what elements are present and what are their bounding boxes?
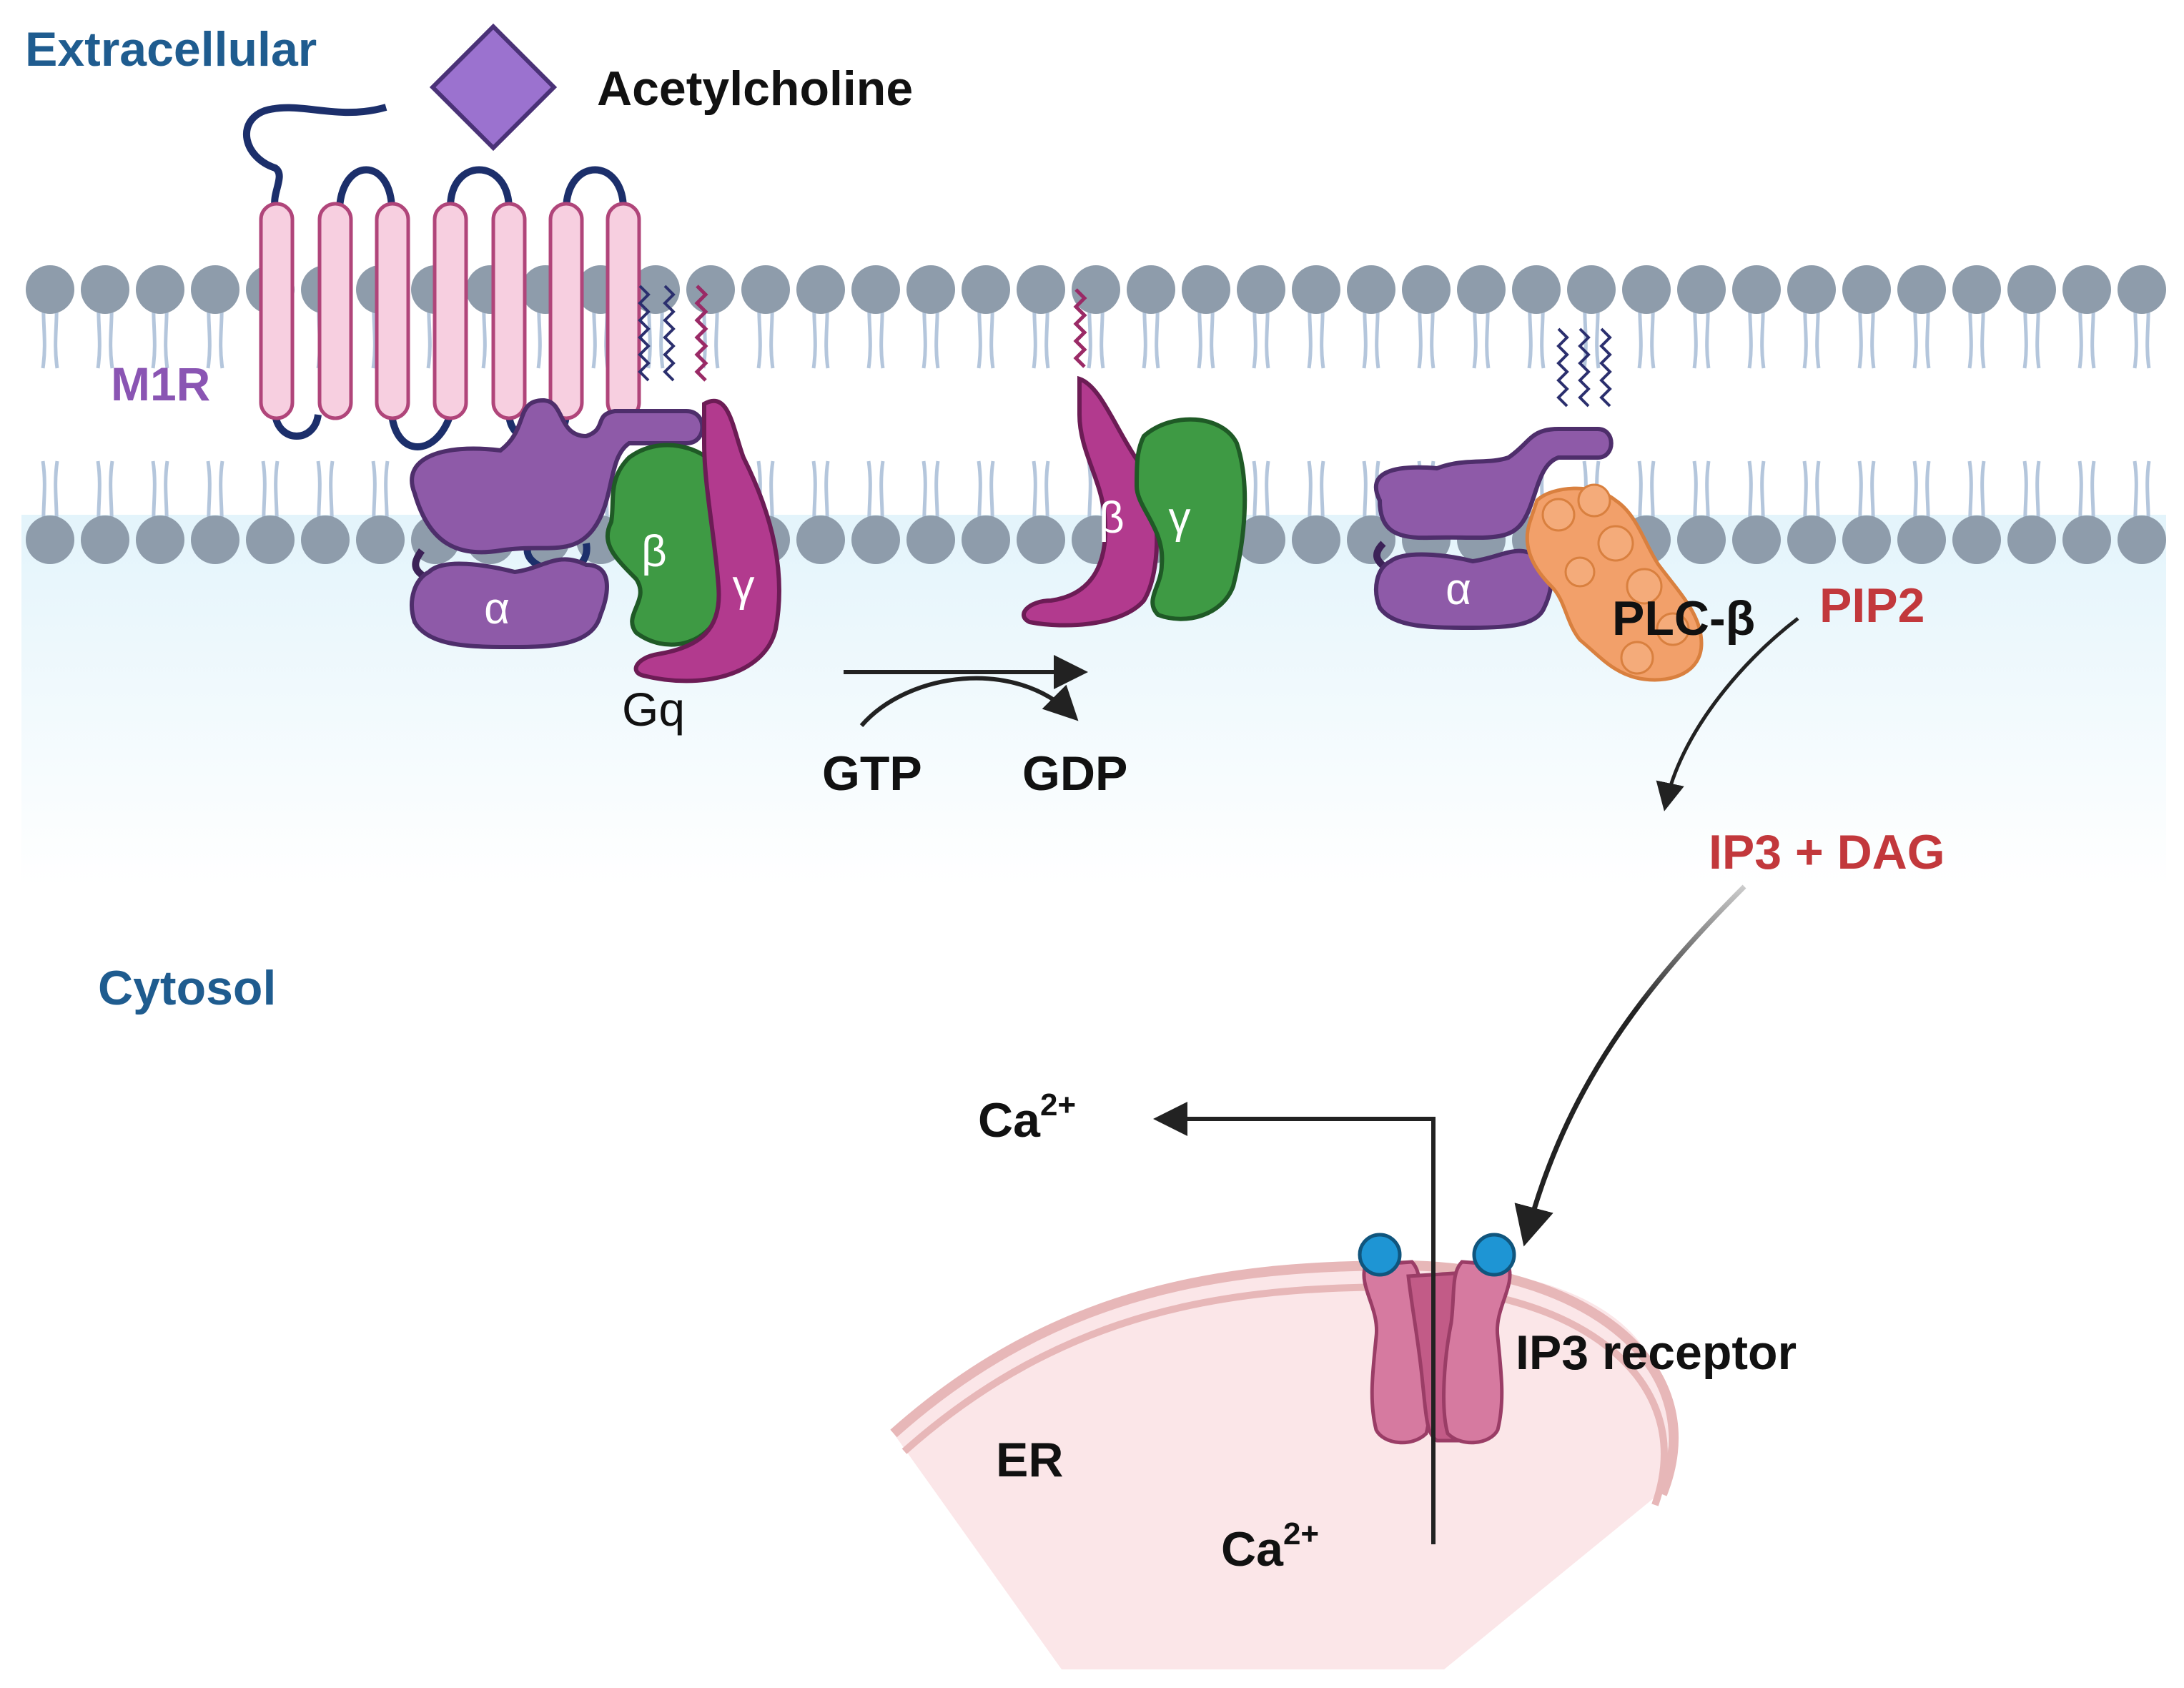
lipid-head-outer bbox=[1897, 265, 1946, 368]
lipid-head-inner bbox=[2062, 461, 2111, 564]
lipid-head-outer bbox=[2062, 265, 2111, 368]
gdp-label: GDP bbox=[1022, 746, 1127, 801]
lipid-anchor-alpha bbox=[1556, 327, 1612, 408]
free-beta-gamma-dimer: β γ bbox=[1022, 288, 1247, 628]
lipid-head-inner bbox=[246, 461, 295, 564]
lipid-head-outer bbox=[1842, 265, 1891, 368]
lipid-head-outer bbox=[1952, 265, 2001, 368]
lipid-head-inner bbox=[191, 461, 239, 564]
lipid-head-outer bbox=[2007, 265, 2056, 368]
lipid-head-outer bbox=[686, 265, 735, 368]
lipid-head-outer bbox=[2118, 265, 2166, 368]
lipid-head-outer bbox=[136, 265, 184, 368]
lipid-head-outer bbox=[796, 265, 845, 368]
lipid-head-inner bbox=[136, 461, 184, 564]
lipid-head-inner bbox=[1842, 461, 1891, 564]
free-beta-label: β bbox=[1099, 493, 1125, 543]
receptor-n-terminus bbox=[242, 104, 387, 209]
lipid-head-inner bbox=[26, 461, 74, 564]
pip2-label: PIP2 bbox=[1819, 578, 1924, 633]
lipid-head-outer bbox=[1017, 265, 1065, 368]
lipid-head-inner bbox=[1952, 461, 2001, 564]
lipid-head-outer bbox=[81, 265, 129, 368]
lipid-head-outer bbox=[906, 265, 955, 368]
g-alpha-helical-domain bbox=[410, 398, 705, 555]
calcium-cytosol-label: Ca2+ bbox=[978, 1087, 1076, 1147]
m1r-receptor bbox=[242, 104, 641, 574]
active-g-alpha-helical bbox=[1373, 427, 1614, 541]
lipid-head-outer bbox=[851, 265, 900, 368]
lipid-head-inner bbox=[1732, 461, 1781, 564]
ip3-ligand-right bbox=[1472, 1233, 1516, 1277]
lipid-head-outer bbox=[1292, 265, 1340, 368]
g-alpha-ras-domain bbox=[410, 557, 609, 650]
g-gamma-label: γ bbox=[733, 561, 755, 611]
free-gamma-subunit bbox=[1134, 417, 1247, 621]
free-gamma-label: γ bbox=[1169, 493, 1191, 543]
calcium-er-label: Ca2+ bbox=[1221, 1516, 1319, 1576]
lipid-head-inner bbox=[1677, 461, 1726, 564]
acetylcholine-label: Acetylcholine bbox=[597, 61, 913, 116]
m1r-label: M1R bbox=[111, 357, 210, 410]
lipid-head-inner bbox=[356, 461, 405, 564]
ip3-dag-label: IP3 + DAG bbox=[1709, 825, 1945, 879]
g-alpha-label: α bbox=[484, 584, 510, 633]
lipid-head-outer bbox=[741, 265, 790, 368]
lipid-head-inner bbox=[796, 461, 845, 564]
lipid-head-outer bbox=[1402, 265, 1451, 368]
acetylcholine-ligand bbox=[429, 23, 558, 152]
lipid-head-outer bbox=[191, 265, 239, 368]
lipid-head-inner bbox=[906, 461, 955, 564]
lipid-head-inner bbox=[301, 461, 350, 564]
gtp-gdp-exchange-arrows bbox=[844, 655, 1088, 727]
ip3-receptor-label: IP3 receptor bbox=[1516, 1326, 1797, 1380]
g-gamma-subunit bbox=[633, 398, 781, 683]
gq-heterotrimer: α β γ bbox=[410, 285, 781, 683]
er-label: ER bbox=[996, 1433, 1063, 1487]
gq-label: Gq bbox=[622, 683, 685, 736]
lipid-head-inner bbox=[2007, 461, 2056, 564]
lipid-anchor-beta-gamma bbox=[1073, 288, 1087, 368]
extracellular-label: Extracellular bbox=[25, 22, 317, 76]
ip3-to-receptor-arrow bbox=[1514, 884, 1746, 1247]
lipid-anchor-gq bbox=[638, 285, 676, 382]
ip3-ligand-left bbox=[1358, 1233, 1402, 1277]
lipid-head-inner bbox=[81, 461, 129, 564]
lipid-head-inner bbox=[851, 461, 900, 564]
lipid-head-outer bbox=[1127, 265, 1175, 368]
lipid-head-inner bbox=[962, 461, 1010, 564]
active-g-alpha-label: α bbox=[1446, 565, 1471, 614]
lipid-head-inner bbox=[1017, 461, 1065, 564]
lipid-head-inner bbox=[1787, 461, 1836, 564]
lipid-head-inner bbox=[2118, 461, 2166, 564]
lipid-head-outer bbox=[962, 265, 1010, 368]
lipid-head-inner bbox=[1897, 461, 1946, 564]
lipid-head-outer bbox=[1457, 265, 1506, 368]
cytosol-label: Cytosol bbox=[98, 961, 276, 1015]
lipid-head-outer bbox=[1347, 265, 1395, 368]
g-beta-label: β bbox=[641, 527, 667, 576]
lipid-head-inner bbox=[1292, 461, 1340, 564]
lipid-head-outer bbox=[1622, 265, 1671, 368]
g-alpha-plc-complex: α bbox=[1373, 327, 1704, 682]
lipid-head-outer bbox=[26, 265, 74, 368]
lipid-head-outer bbox=[1732, 265, 1781, 368]
ip3-receptor-channel bbox=[1358, 1233, 1516, 1445]
pip2-hydrolysis-arrow bbox=[1656, 617, 1799, 811]
calcium-release-arrow bbox=[1153, 1102, 1436, 1544]
lipid-head-outer bbox=[1512, 265, 1561, 368]
lipid-anchor-gamma bbox=[694, 285, 708, 382]
lipid-head-outer bbox=[1237, 265, 1285, 368]
plc-beta-label: PLC-β bbox=[1612, 591, 1755, 646]
gtp-label: GTP bbox=[822, 746, 922, 801]
lipid-head-outer bbox=[1787, 265, 1836, 368]
active-g-alpha-ras bbox=[1374, 548, 1553, 631]
lipid-head-outer bbox=[1182, 265, 1230, 368]
lipid-head-outer bbox=[1677, 265, 1726, 368]
